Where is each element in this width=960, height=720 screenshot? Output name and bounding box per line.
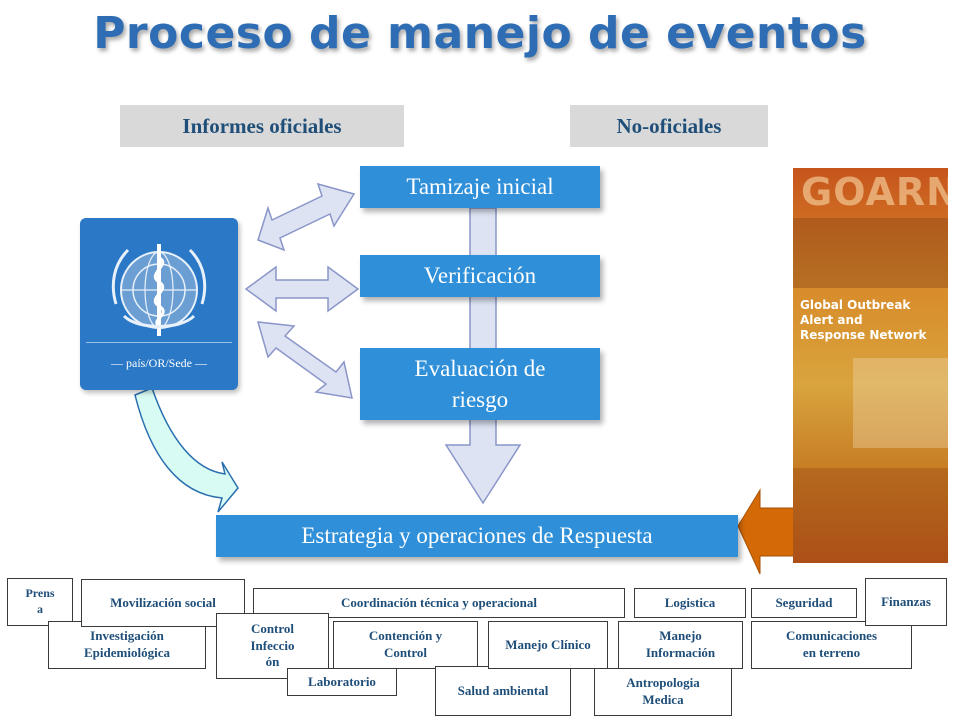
function-manejo-clinico: Manejo Clínico [488, 621, 608, 669]
function-logistica: Logistica [634, 588, 746, 618]
step-risk-assessment: Evaluación de riesgo [360, 348, 600, 420]
who-emblem-icon [111, 244, 207, 336]
curved-arrow-icon [134, 387, 239, 513]
goarn-poster: GOARN Global Outbreak Alert and Response… [793, 168, 948, 563]
step-verification: Verificación [360, 255, 600, 297]
function-manejo-informacion: Manejo Información [618, 621, 743, 669]
function-prensa: Prens a [7, 578, 73, 626]
header-unofficial: No-oficiales [570, 105, 768, 147]
step-initial-screening: Tamizaje inicial [360, 166, 600, 208]
goarn-subtitle: Global Outbreak Alert and Response Netwo… [800, 298, 927, 342]
who-office-label: — país/OR/Sede — [111, 356, 207, 370]
double-arrow-icon [256, 321, 353, 399]
function-salud-ambiental: Salud ambiental [435, 666, 571, 716]
step-response-operations: Estrategia y operaciones de Respuesta [216, 515, 738, 557]
function-investigacion-epidemiologica: Investigación Epidemiológica [48, 621, 206, 669]
orange-arrow-icon [737, 488, 801, 575]
function-contencion: Contención y Control [333, 621, 478, 669]
function-finanzas: Finanzas [865, 578, 947, 626]
function-laboratorio: Laboratorio [287, 668, 397, 696]
who-country-office-box: — país/OR/Sede — [80, 218, 238, 390]
page-title: Proceso de manejo de eventos [93, 8, 867, 59]
function-antropologia-medica: Antropologia Medica [594, 668, 732, 716]
double-arrow-icon [244, 265, 360, 313]
header-official-reports: Informes oficiales [120, 105, 404, 147]
function-seguridad: Seguridad [751, 588, 857, 618]
double-arrow-icon [257, 182, 356, 252]
function-comunicaciones: Comunicaciones en terreno [751, 621, 912, 669]
goarn-logo: GOARN [801, 170, 948, 214]
